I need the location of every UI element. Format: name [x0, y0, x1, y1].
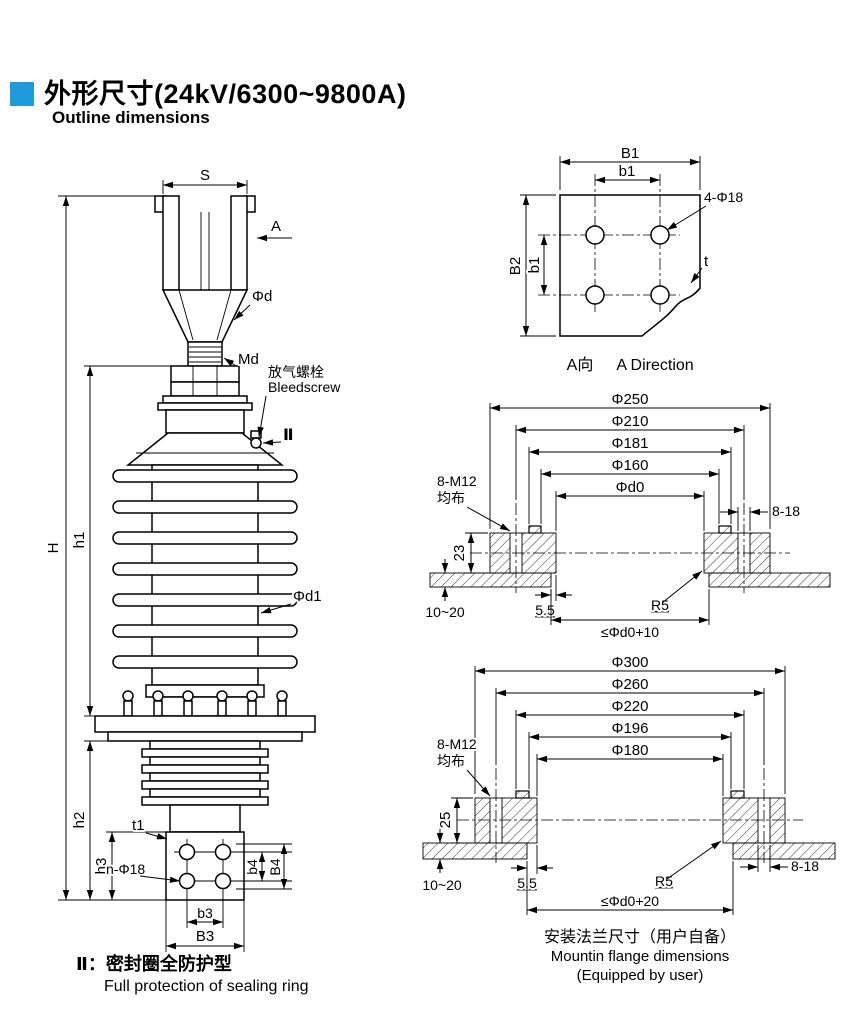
dim-4-phi18: 4-Φ18 [704, 189, 743, 205]
bolt-spec-line1: 8-M12 [437, 736, 477, 752]
dim-b1-side: b1 [526, 257, 543, 274]
dim-d160: Φ160 [612, 457, 649, 474]
lower-collar [145, 684, 265, 717]
bottom-terminal-block [165, 804, 245, 901]
dim-cutout: ≤Φd0+10 [601, 624, 659, 640]
dim-phi-d: Φd [252, 288, 272, 305]
dim-d196: Φ196 [612, 720, 649, 737]
mounting-panel [429, 572, 831, 588]
dim-B2: B2 [507, 257, 524, 275]
dim-B1: B1 [621, 145, 639, 162]
bolt-spec-line2: 均布 [437, 753, 465, 769]
dim-d260: Φ260 [612, 676, 649, 693]
section-marker-icon [10, 82, 34, 106]
mounting-panel [422, 842, 836, 860]
dim-n-phi18: n-Φ18 [106, 861, 145, 877]
flange-section-small: Φ250 Φ210 Φ181 Φ160 Φd0 8-M12 均布 23 10~2… [423, 389, 831, 642]
a-view-caption: A向 A Direction [567, 356, 694, 374]
bolt-spec-line1: 8-M12 [437, 473, 477, 489]
flange-small-dimensions: Φ250 Φ210 Φ181 Φ160 Φd0 8-M12 均布 23 10~2… [423, 389, 802, 642]
flange-section-large: Φ300 Φ260 Φ220 Φ196 Φ180 8-M12 均布 25 10~… [420, 652, 836, 915]
dim-panel-thickness: 10~20 [422, 877, 462, 893]
dim-b3-cap: B3 [196, 928, 214, 945]
dim-r5: R5 [655, 873, 673, 889]
a-view-caption-en: A Direction [616, 357, 693, 374]
seal-note-cn: Ⅱ：密封圈全防护型 [76, 954, 232, 974]
main-outline-drawing: S A Φd Md 放气螺栓 Bleedscrew Ⅱ Φd1 H [43, 165, 341, 952]
dim-h2: h2 [71, 812, 88, 829]
bleedscrew-label-en: Bleedscrew [268, 379, 341, 395]
threaded-stud [187, 341, 223, 367]
porcelain-insulator [112, 464, 298, 686]
flange-caption-en2: (Equipped by user) [576, 967, 704, 984]
dim-b4-cap: B4 [267, 858, 283, 875]
terminal-plate [538, 174, 701, 337]
dim-h1: h1 [71, 532, 88, 549]
dim-t: t [704, 253, 709, 270]
upper-housing [125, 402, 285, 466]
flange-caption-en1: Mountin flange dimensions [550, 948, 730, 965]
dim-d250: Φ250 [612, 391, 649, 408]
bleedscrew-label-cn: 放气螺栓 [268, 364, 324, 380]
flange-caption: 安装法兰尺寸（用户自备） Mountin flange dimensions (… [455, 928, 825, 985]
a-view-caption-cn: A向 [567, 356, 594, 374]
a-view-dimensions: B1 b1 B2 b1 4-Φ18 t [505, 143, 745, 337]
dim-t1: t1 [132, 817, 145, 834]
hex-nuts [162, 365, 248, 404]
dim-d220: Φ220 [612, 698, 649, 715]
dim-d0: Φd0 [616, 479, 645, 496]
dim-thickness-25: 25 [437, 812, 454, 829]
flange-caption-cn: 安装法兰尺寸（用户自备） [543, 929, 736, 946]
dim-cutout: ≤Φd0+20 [601, 893, 659, 909]
dim-8-18: 8-18 [772, 503, 800, 519]
dim-8-18: 8-18 [791, 858, 819, 874]
bolt-spec-line2: 均布 [437, 490, 465, 506]
flange-large-dimensions: Φ300 Φ260 Φ220 Φ196 Φ180 8-M12 均布 25 10~… [420, 652, 821, 915]
dim-a: A [271, 218, 281, 235]
dim-b3: b3 [197, 905, 213, 921]
page-title: 外形尺寸(24kV/6300~9800A) [44, 79, 407, 109]
dim-md: Md [238, 351, 259, 368]
dim-panel-thickness: 10~20 [425, 604, 465, 620]
seal-note-en: Full protection of sealing ring [104, 978, 309, 995]
seal-mark: Ⅱ [283, 427, 294, 444]
dim-d210: Φ210 [612, 413, 649, 430]
dim-d300: Φ300 [612, 654, 649, 671]
dim-h3: h3 [93, 858, 110, 875]
a-direction-view: B1 b1 B2 b1 4-Φ18 t A向 A Direction [505, 143, 745, 374]
dim-clearance-5-5: 5.5 [535, 602, 555, 618]
dim-s: S [200, 167, 210, 184]
flange-body [470, 503, 790, 593]
dim-thickness-23: 23 [451, 545, 468, 562]
dim-b4: b4 [244, 859, 260, 875]
flange-body [457, 768, 803, 863]
dim-d181: Φ181 [612, 435, 649, 452]
dim-h: H [45, 543, 62, 554]
main-dimensions: S A Φd Md 放气螺栓 Bleedscrew Ⅱ Φd1 H [43, 165, 341, 952]
dim-d180: Φ180 [612, 742, 649, 759]
mounting-flange-plate [94, 715, 316, 742]
clevis-terminal [154, 195, 256, 343]
seal-note: Ⅱ：密封圈全防护型 Full protection of sealing rin… [76, 950, 309, 996]
bellows [141, 740, 269, 806]
page-subtitle: Outline dimensions [52, 108, 210, 127]
dim-b1-top: b1 [619, 163, 636, 180]
dim-phi-d1: Φd1 [293, 588, 322, 605]
